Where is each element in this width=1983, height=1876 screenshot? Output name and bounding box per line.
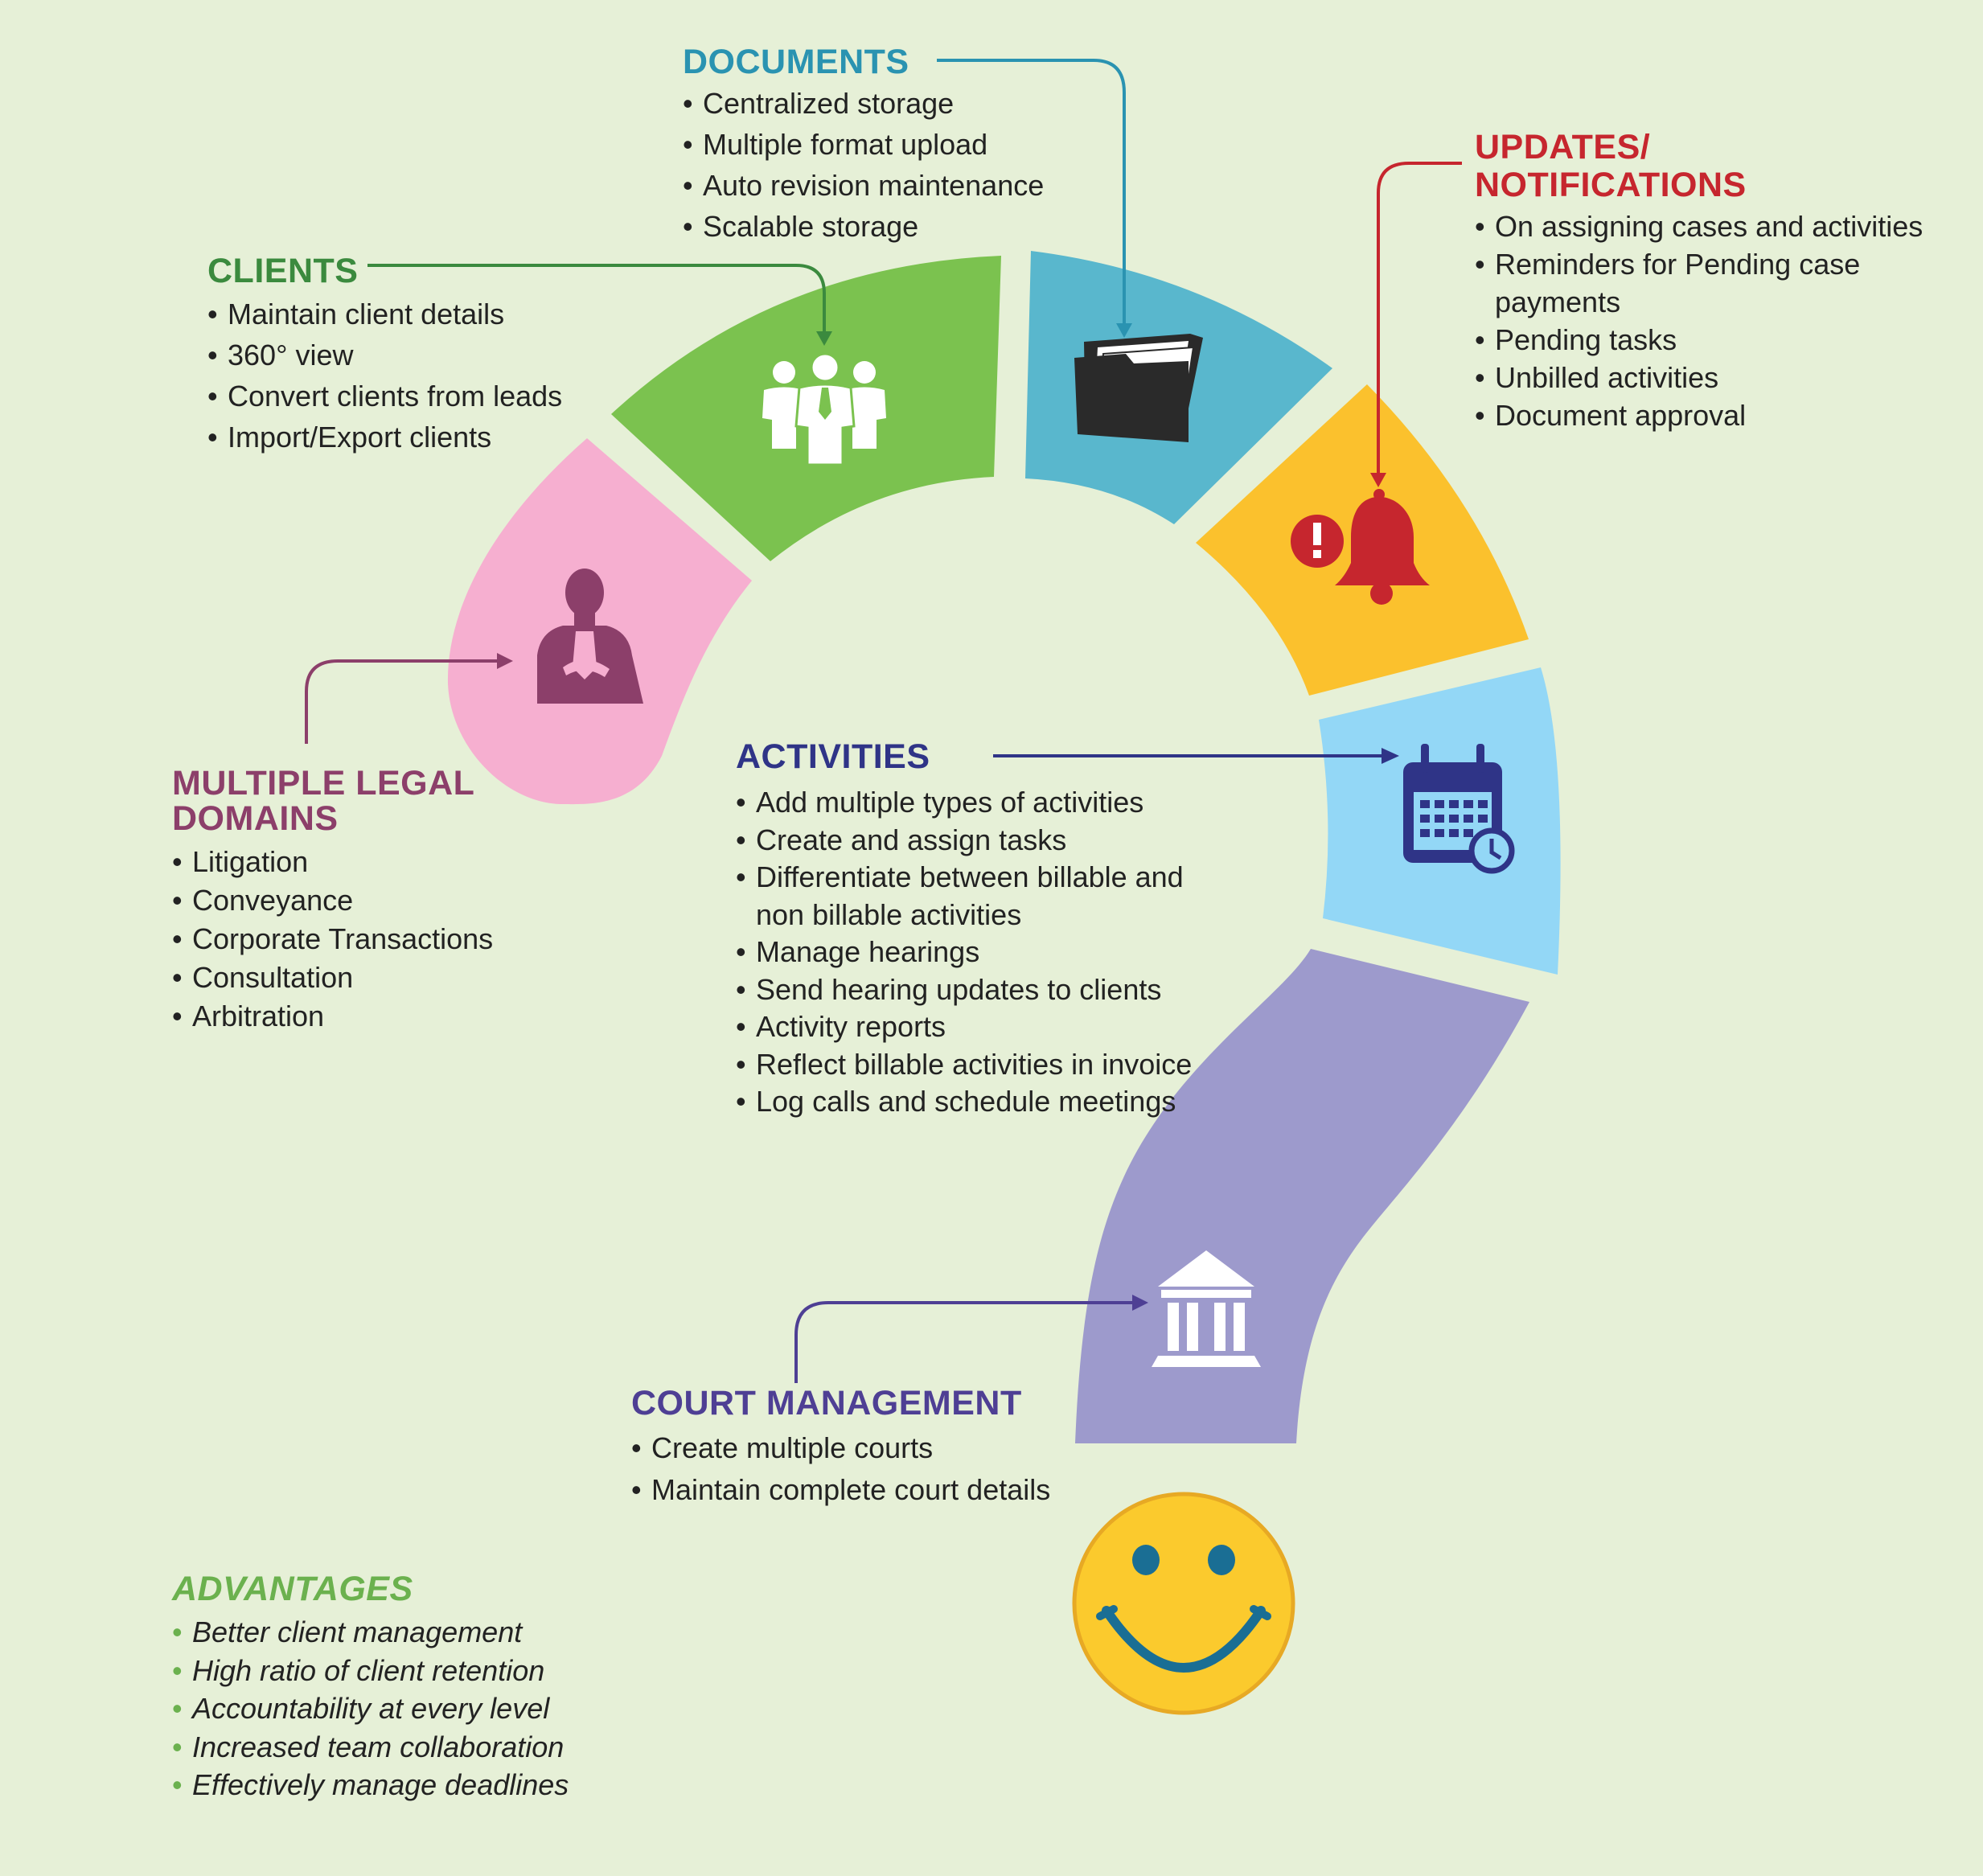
court-arrowhead bbox=[1132, 1295, 1148, 1311]
court-item: Create multiple courts bbox=[631, 1427, 1050, 1469]
legal-title-line1: MULTIPLE LEGAL bbox=[172, 764, 475, 803]
legal-connector bbox=[305, 659, 499, 744]
documents-item: Multiple format upload bbox=[683, 124, 1044, 165]
activities-item: Activity reports bbox=[736, 1008, 1192, 1046]
activities-item: Differentiate between billable and bbox=[736, 859, 1192, 897]
activities-item: Create and assign tasks bbox=[736, 822, 1192, 860]
documents-item: Scalable storage bbox=[683, 206, 1044, 247]
updates-arrowhead bbox=[1370, 473, 1386, 487]
activities-item: Reflect billable activities in invoice bbox=[736, 1046, 1192, 1084]
updates-item: Pending tasks bbox=[1475, 321, 1983, 359]
updates-item: Unbilled activities bbox=[1475, 359, 1983, 396]
documents-connector bbox=[937, 59, 1126, 326]
court-item: Maintain complete court details bbox=[631, 1469, 1050, 1511]
legal-title-line2: DOMAINS bbox=[172, 799, 339, 838]
activities-arrowhead bbox=[1382, 748, 1399, 764]
legal-arrowhead bbox=[497, 653, 513, 669]
court-connector bbox=[794, 1301, 1134, 1383]
documents-arrowhead bbox=[1116, 323, 1132, 338]
clients-item: Convert clients from leads bbox=[207, 376, 562, 417]
court-title: COURT MANAGEMENT bbox=[631, 1384, 1022, 1422]
advantages-section: ADVANTAGES Better client management High… bbox=[172, 1570, 569, 1804]
bell-alert-icon bbox=[1291, 489, 1430, 605]
documents-item: Auto revision maintenance bbox=[683, 165, 1044, 206]
activities-section: ACTIVITIES Add multiple types of activit… bbox=[736, 738, 1192, 1121]
documents-section: DOCUMENTS Centralized storage Multiple f… bbox=[683, 43, 1044, 248]
advantages-item: Increased team collaboration bbox=[172, 1728, 569, 1767]
legal-item: Arbitration bbox=[172, 997, 493, 1036]
advantages-title: ADVANTAGES bbox=[172, 1570, 413, 1608]
lawyer-icon bbox=[537, 569, 643, 704]
courthouse-icon bbox=[1152, 1250, 1261, 1367]
clients-arrowhead bbox=[816, 331, 832, 346]
legal-domains-section: MULTIPLE LEGAL DOMAINS Litigation Convey… bbox=[172, 766, 493, 1036]
updates-title-line1: UPDATES/ bbox=[1475, 128, 1651, 166]
clients-item: Import/Export clients bbox=[207, 417, 562, 458]
court-section: COURT MANAGEMENT Create multiple courts … bbox=[631, 1384, 1050, 1512]
clients-title: CLIENTS bbox=[207, 252, 359, 290]
activities-item: Manage hearings bbox=[736, 934, 1192, 971]
documents-item: Centralized storage bbox=[683, 83, 1044, 124]
folder-icon bbox=[1074, 334, 1203, 442]
advantages-item: High ratio of client retention bbox=[172, 1652, 569, 1690]
updates-title-line2: NOTIFICATIONS bbox=[1475, 166, 1747, 204]
clients-section: CLIENTS Maintain client details 360° vie… bbox=[207, 252, 562, 458]
activities-item: Log calls and schedule meetings bbox=[736, 1083, 1192, 1121]
advantages-item: Effectively manage deadlines bbox=[172, 1766, 569, 1804]
legal-domains-title: MULTIPLE LEGAL DOMAINS bbox=[172, 766, 493, 836]
clients-item: 360° view bbox=[207, 335, 562, 376]
calendar-clock-icon bbox=[1403, 744, 1515, 874]
updates-title: UPDATES/ NOTIFICATIONS bbox=[1475, 129, 1983, 204]
legal-item: Litigation bbox=[172, 843, 493, 881]
activities-item-continuation: non billable activities bbox=[756, 897, 1022, 931]
clients-item: Maintain client details bbox=[207, 294, 562, 335]
activities-title: ACTIVITIES bbox=[736, 737, 930, 776]
advantages-item: Accountability at every level bbox=[172, 1689, 569, 1728]
legal-item: Conveyance bbox=[172, 881, 493, 920]
updates-item: On assigning cases and activities bbox=[1475, 207, 1983, 245]
activities-item: Add multiple types of activities bbox=[736, 784, 1192, 822]
smiley-face-icon bbox=[1072, 1492, 1295, 1715]
legal-item: Corporate Transactions bbox=[172, 920, 493, 959]
updates-connector bbox=[1377, 162, 1462, 474]
documents-title: DOCUMENTS bbox=[683, 43, 909, 81]
updates-section: UPDATES/ NOTIFICATIONS On assigning case… bbox=[1475, 129, 1983, 435]
updates-item: Reminders for Pending case payments bbox=[1475, 245, 1983, 321]
legal-item: Consultation bbox=[172, 959, 493, 997]
clients-connector bbox=[367, 264, 826, 334]
people-group-icon bbox=[762, 352, 886, 466]
activities-item: Send hearing updates to clients bbox=[736, 971, 1192, 1009]
segment-pink bbox=[447, 438, 752, 805]
advantages-item: Better client management bbox=[172, 1613, 569, 1652]
updates-item: Document approval bbox=[1475, 396, 1983, 434]
